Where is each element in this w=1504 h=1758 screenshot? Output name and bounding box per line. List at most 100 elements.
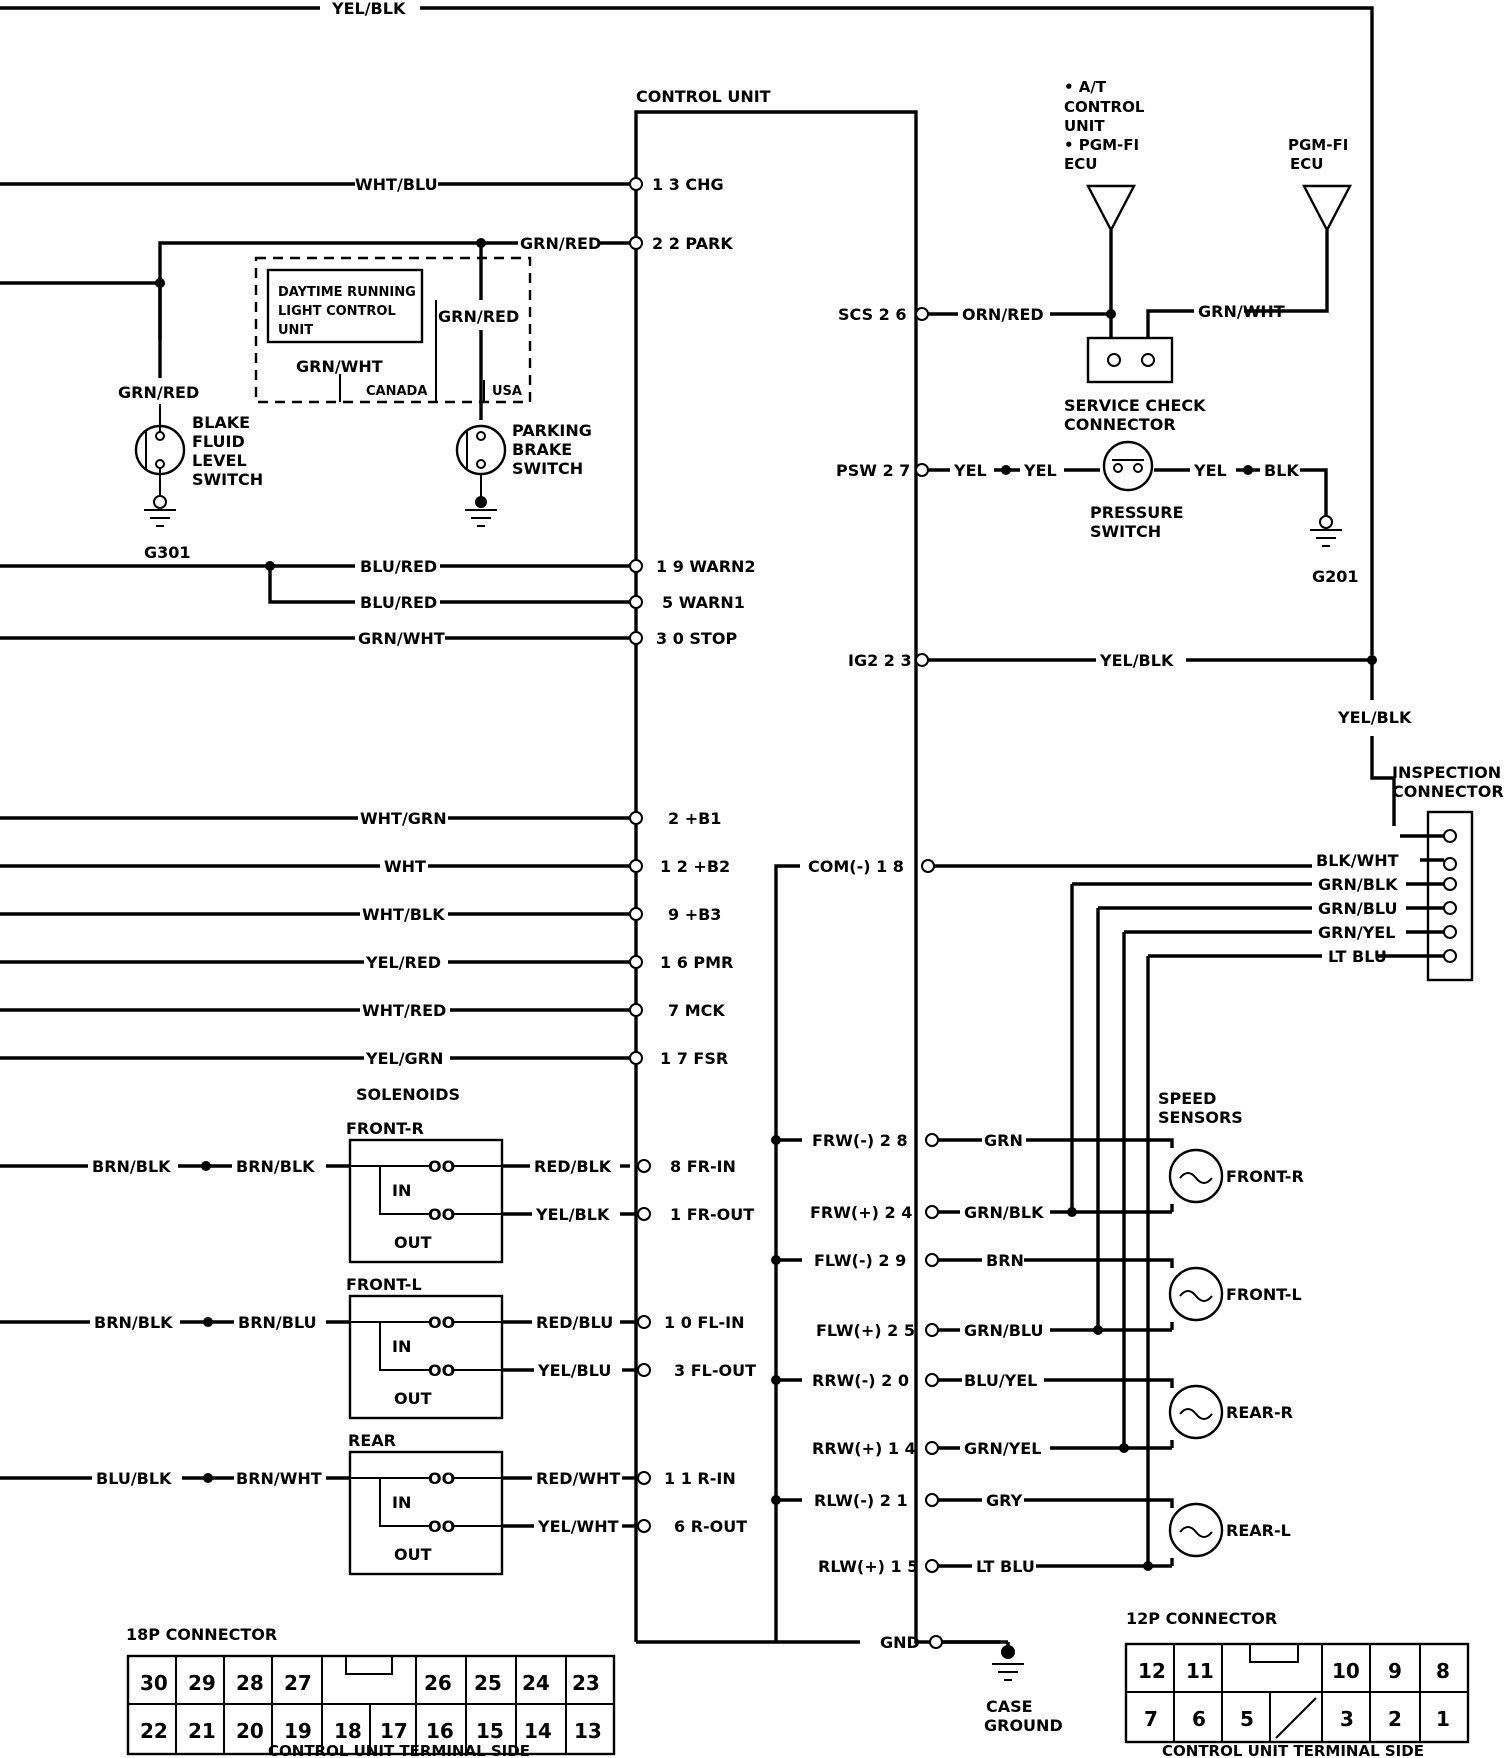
parking-brake-label-2: BRAKE xyxy=(512,440,572,459)
solenoid-front-r-out-wire: YEL/BLK xyxy=(535,1205,610,1224)
ground-area: GND CASE GROUND xyxy=(880,1633,1063,1735)
ecu-pgmfi-line-1: PGM-FI xyxy=(1288,136,1348,154)
solenoid-rear-coil-in: OO xyxy=(428,1469,455,1488)
pin18-25: 25 xyxy=(474,1671,502,1695)
pin18-30: 30 xyxy=(140,1671,168,1695)
pressure-wire-yel: YEL xyxy=(1193,461,1227,480)
drl-title-1: DAYTIME RUNNING xyxy=(278,285,416,300)
pin12-blank-slash xyxy=(1275,1697,1317,1739)
sensor-rear-l-icon xyxy=(1168,1502,1224,1558)
terminal-8-fr-in: 8 FR-IN xyxy=(670,1157,736,1176)
speed-sensors-title-1: SPEED xyxy=(1158,1089,1216,1108)
wire-label-wht-red: WHT/RED xyxy=(362,1001,446,1020)
inspection-wire-grn-yel: GRN/YEL xyxy=(1318,923,1395,942)
solenoid-front-l-feed1: BRN/BLK xyxy=(94,1313,173,1332)
solenoid-front-l-feed2: BRN/BLU xyxy=(238,1313,317,1332)
pin18-21: 21 xyxy=(188,1719,216,1743)
terminal-19-warn2: 1 9 WARN2 xyxy=(656,557,756,576)
solenoid-front-l-out-wire: YEL/BLU xyxy=(537,1361,611,1380)
sensor-rear-l-name: REAR-L xyxy=(1226,1521,1291,1540)
terminal-5-warn1: 5 WARN1 xyxy=(662,593,745,612)
terminal-flw-pos-25: FLW(+) 2 5 xyxy=(816,1321,915,1340)
pin18-20: 20 xyxy=(236,1719,264,1743)
ecu-at-line-3: UNIT xyxy=(1064,117,1105,135)
antenna-at-pgm-icon xyxy=(1086,184,1136,233)
pin18-16: 16 xyxy=(426,1719,454,1743)
sensor-front-r-neg-wire: GRN xyxy=(984,1131,1023,1150)
ecu-at-line-5: ECU xyxy=(1064,155,1097,173)
solenoid-front-r-in: IN xyxy=(392,1181,411,1200)
drl-wire-grn-red: GRN/RED xyxy=(438,307,519,326)
ecu-at-line-1: • A/T xyxy=(1064,78,1107,96)
terminal-rrw-neg-20: RRW(-) 2 0 xyxy=(812,1371,909,1390)
inspection-connector: YEL/BLK INSPECTION CONNECTOR BLK/WHT GRN… xyxy=(1316,660,1504,982)
service-check-right-wire: GRN/WHT xyxy=(1198,302,1285,321)
sensor-rear-l-neg-wire: GRY xyxy=(986,1491,1023,1510)
pin12-12: 12 xyxy=(1138,1659,1166,1683)
right-upper: • A/T CONTROL UNIT • PGM-FI ECU PGM-FI E… xyxy=(836,78,1377,670)
antenna-pgmfi-icon xyxy=(1302,184,1352,233)
wire-label-grn-wht-stop: GRN/WHT xyxy=(358,629,445,648)
solenoid-front-l-in: IN xyxy=(392,1337,411,1356)
sensor-front-r-pos-wire: GRN/BLK xyxy=(964,1203,1044,1222)
terminal-30-stop: 3 0 STOP xyxy=(656,629,737,648)
service-check-label-1: SERVICE CHECK xyxy=(1064,396,1206,415)
solenoid-front-r-coil-out: OO xyxy=(428,1205,455,1224)
brake-fluid-label-2: FLUID xyxy=(192,432,245,451)
pin18-19: 19 xyxy=(284,1719,312,1743)
solenoid-front-r-name: FRONT-R xyxy=(346,1119,424,1138)
terminal-frw-neg-28: FRW(-) 2 8 xyxy=(812,1131,908,1150)
terminal-22-park: 2 2 PARK xyxy=(652,234,733,253)
pin12-9: 9 xyxy=(1388,1659,1402,1683)
pressure-switch-icon xyxy=(1102,440,1154,492)
pin18-24: 24 xyxy=(522,1671,550,1695)
inspection-wire-lt-blu: LT BLU xyxy=(1328,947,1387,966)
terminal-scs-26: SCS 2 6 xyxy=(838,305,907,324)
solenoid-rear-in: IN xyxy=(392,1493,411,1512)
solenoid-front-l-out: OUT xyxy=(394,1389,432,1408)
terminal-gnd: GND xyxy=(880,1633,920,1652)
wire-label-yel-red: YEL/RED xyxy=(365,953,441,972)
terminal-com-18: COM(-) 1 8 xyxy=(808,857,904,876)
pin12-6: 6 xyxy=(1192,1707,1206,1731)
connector-12p: 12P CONNECTOR 12 11 10 9 8 7 6 5 3 2 1 C… xyxy=(1124,1609,1470,1758)
sensor-rear-r-icon xyxy=(1168,1384,1224,1440)
brake-fluid-label-1: BLAKE xyxy=(192,413,250,432)
pressure-wire-blk: BLK xyxy=(1264,461,1299,480)
pin12-2: 2 xyxy=(1388,1707,1402,1731)
sensor-rear-r-neg-wire: BLU/YEL xyxy=(964,1371,1037,1390)
solenoid-rear-out: OUT xyxy=(394,1545,432,1564)
terminal-6-r-out: 6 R-OUT xyxy=(674,1517,747,1536)
solenoid-front-r-out: OUT xyxy=(394,1233,432,1252)
pin12-11: 11 xyxy=(1186,1659,1214,1683)
solenoid-front-r-in-wire: RED/BLK xyxy=(534,1157,612,1176)
connector-12p-footer: CONTROL UNIT TERMINAL SIDE xyxy=(1162,1742,1424,1758)
brake-fluid-label-3: LEVEL xyxy=(192,451,247,470)
inspection-label-2: CONNECTOR xyxy=(1392,782,1504,801)
ecu-at-line-2: CONTROL xyxy=(1064,98,1145,116)
sensor-front-r-name: FRONT-R xyxy=(1226,1167,1304,1186)
solenoid-front-l-coil-out: OO xyxy=(428,1361,455,1380)
case-ground-2: GROUND xyxy=(984,1716,1063,1735)
terminal-9-b3: 9 +B3 xyxy=(668,905,721,924)
psw-wire-yel-2: YEL xyxy=(1023,461,1057,480)
sensor-rear-r-pos-wire: GRN/YEL xyxy=(964,1439,1041,1458)
terminal-12-b2: 1 2 +B2 xyxy=(660,857,730,876)
sensor-front-l-icon xyxy=(1168,1266,1224,1322)
sensor-front-l-pos-wire: GRN/BLU xyxy=(964,1321,1044,1340)
solenoids-title: SOLENOIDS xyxy=(356,1085,460,1104)
control-unit-title: CONTROL UNIT xyxy=(636,87,771,106)
sensor-front-l-name: FRONT-L xyxy=(1226,1285,1302,1304)
connector-12p-title: 12P CONNECTOR xyxy=(1126,1609,1277,1628)
wire-label-wht-blk: WHT/BLK xyxy=(362,905,445,924)
pin18-26: 26 xyxy=(424,1671,452,1695)
ecu-at-line-4: • PGM-FI xyxy=(1064,136,1139,154)
sensor-rear-r-name: REAR-R xyxy=(1226,1403,1293,1422)
pin12-1: 1 xyxy=(1436,1707,1450,1731)
pin12-8: 8 xyxy=(1436,1659,1450,1683)
solenoid-front-l-name: FRONT-L xyxy=(346,1275,422,1294)
sensor-rear-l-pos-wire: LT BLU xyxy=(976,1557,1035,1576)
terminal-flw-neg-29: FLW(-) 2 9 xyxy=(814,1251,906,1270)
solenoid-rear-coil-out: OO xyxy=(428,1517,455,1536)
pin18-18: 18 xyxy=(334,1719,362,1743)
